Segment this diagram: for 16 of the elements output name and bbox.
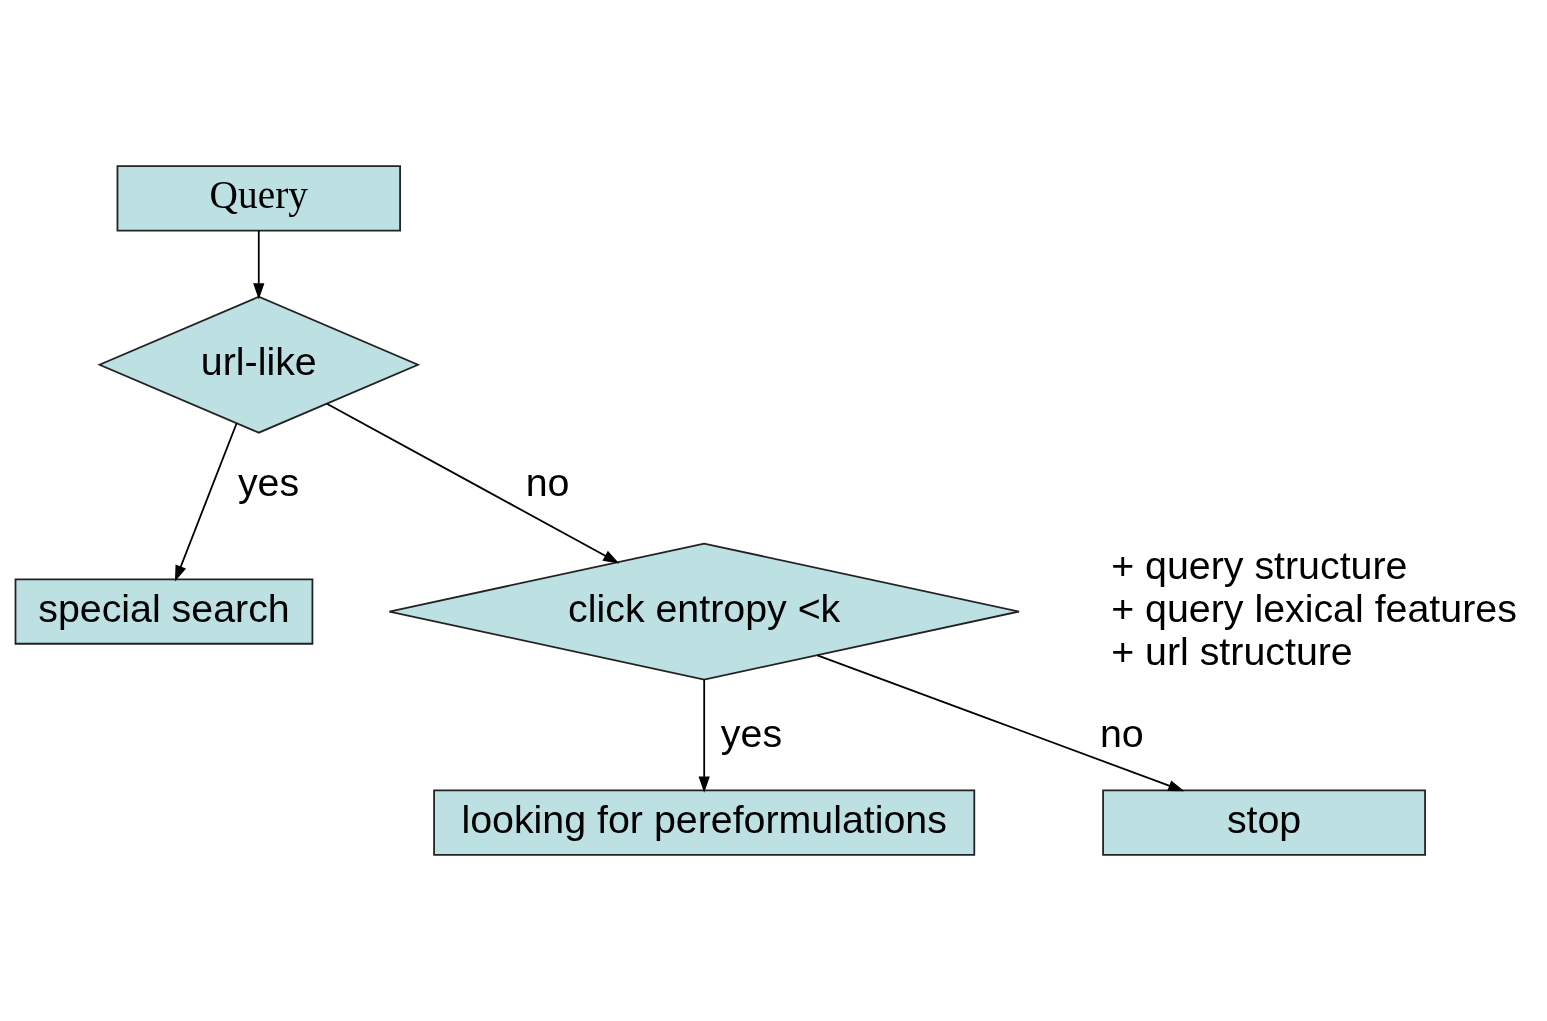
arrow [816,654,1185,792]
edge-label: yes [237,460,300,505]
label: + query structure [1111,542,1408,587]
edge-label: no [525,460,570,505]
node-box: special search [14,578,314,645]
node-box: Query [116,165,401,232]
arrow [174,422,238,582]
edge-label: no [1099,710,1144,755]
node-box: stop [1102,789,1426,856]
edge-label: yes [720,710,783,755]
arrow [698,678,710,793]
node-diamond: click entropy <k [388,542,1020,681]
node-box: looking for pereformulations [433,789,976,856]
node-diamond: url-like [97,295,421,434]
arrow [326,402,620,564]
arrow [253,229,265,300]
